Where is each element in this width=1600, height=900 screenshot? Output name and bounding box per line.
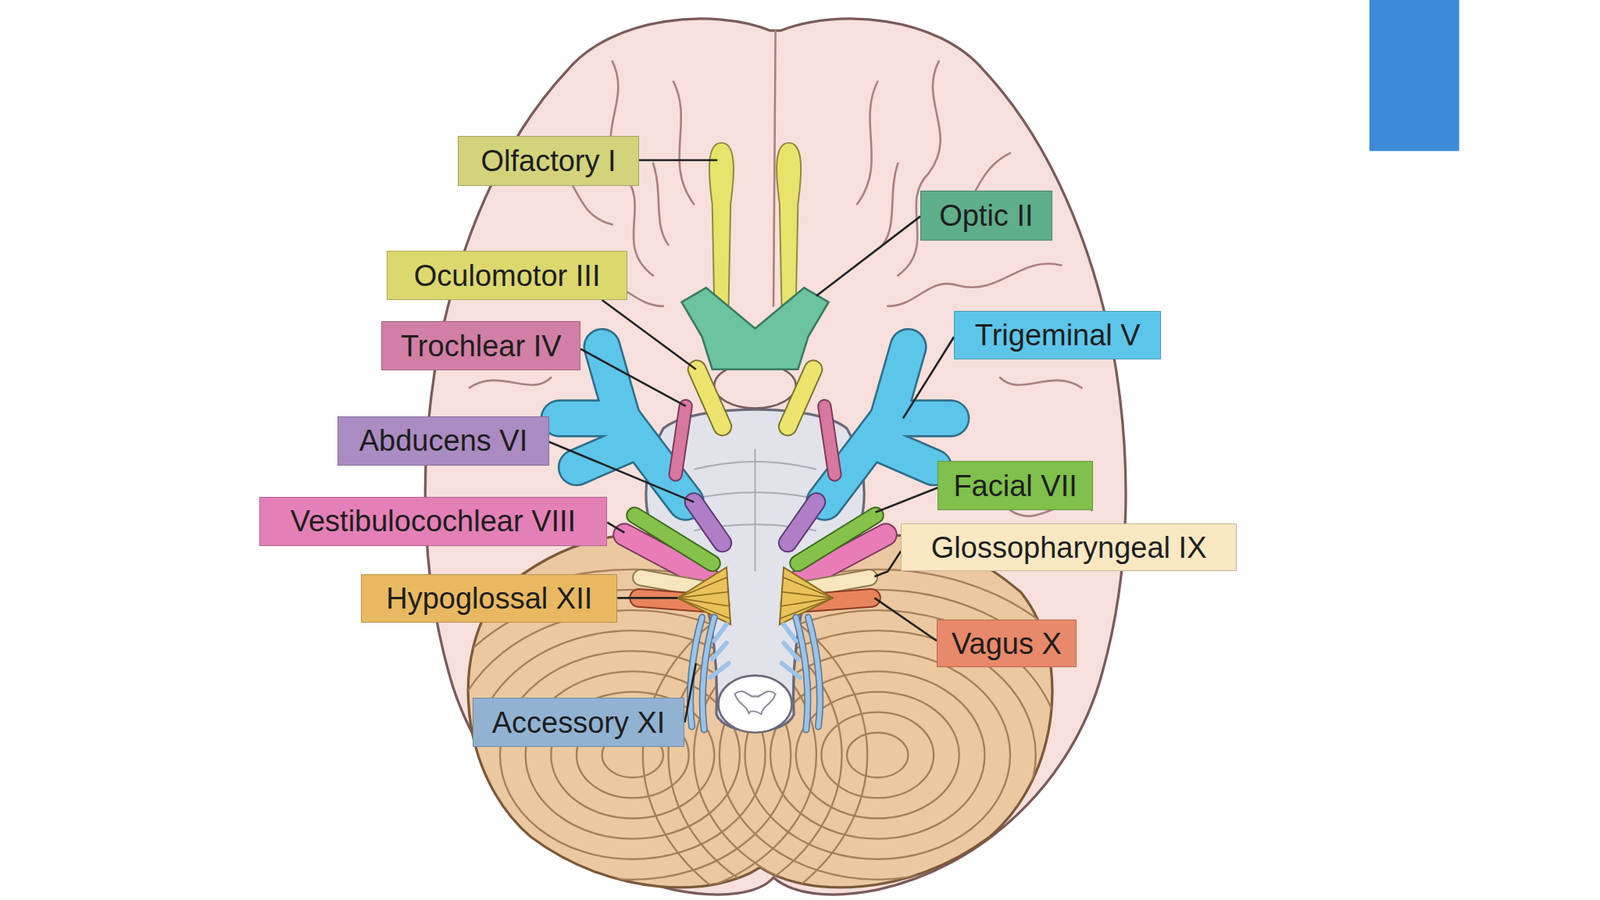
spinal-cord-section (718, 675, 793, 733)
olfactory-nerve-part (776, 142, 801, 307)
gyri-part (887, 263, 1061, 306)
oculomotor-nerve (696, 369, 723, 427)
abducens-nerve (693, 502, 723, 543)
trochlear-nerve-edge (675, 406, 686, 475)
trigeminal-nerve-part-part (576, 440, 638, 468)
leader-lines-part (903, 336, 954, 418)
gyri-part (1000, 377, 1082, 388)
leader-lines-part (607, 522, 625, 533)
nerve-label: Accessory XI (472, 697, 686, 747)
leader-lines-part (684, 663, 696, 723)
gyri-part (673, 81, 694, 204)
olfactory-nerve-part (709, 142, 734, 307)
leader-lines-part (549, 442, 694, 503)
oculomotor-nerve-edge (696, 369, 723, 427)
nerve-name: Trochlear IV (400, 331, 562, 361)
nerve-label: Vestibulocochlear VIII (259, 496, 608, 547)
hypoglossal-rootlets-part (677, 592, 729, 599)
hypoglossal-rootlets (677, 577, 730, 618)
nerve-name: Oculomotor III (414, 260, 601, 291)
cerebellum-folia-part (642, 569, 1113, 900)
leader-lines-part (580, 349, 686, 407)
cerebellum-folia-part (846, 732, 908, 778)
facial-nerve (634, 515, 712, 564)
pons-lines-part (754, 449, 757, 572)
cerebellum-folia-part (770, 671, 985, 839)
gyri-part (857, 81, 878, 204)
gyri-part (469, 377, 551, 388)
leader-lines-part (875, 487, 939, 512)
hypoglossal-rootlets-part (677, 597, 729, 606)
nerve-label: Trigeminal V (953, 310, 1161, 359)
nerve-name: Optic II (939, 200, 1033, 231)
leader-lines-part (874, 597, 937, 641)
nerve-label: Trochlear IV (381, 321, 581, 371)
olfactory-nerve (709, 142, 801, 307)
gyri-part (897, 60, 940, 275)
cerebellum-folia-part (821, 712, 934, 799)
trigeminal-nerve-part-part (559, 401, 623, 436)
nerve-name: Hypoglossal XII (385, 583, 593, 614)
nerve-name: Facial VII (953, 471, 1077, 501)
gyri-part (773, 30, 776, 307)
nerve-name: Olfactory I (480, 146, 616, 176)
nerve-label: Olfactory I (457, 135, 639, 186)
leader-lines-part (617, 596, 678, 600)
trochlear-nerve (675, 406, 686, 475)
gyri-part (653, 163, 669, 245)
leader-lines-part (874, 550, 901, 577)
accessory-nerve-part (690, 617, 703, 727)
nerve-name: Vestibulocochlear VIII (290, 506, 576, 536)
accessory-nerve-fill-part (710, 663, 729, 678)
leader-lines-part (816, 216, 921, 297)
nerve-label: Oculomotor III (386, 250, 628, 300)
trigeminal-nerve-part-part (559, 399, 623, 437)
accessory-nerve-fill-part (712, 642, 727, 660)
accessory-nerve-fill-part (714, 624, 727, 641)
grey-matter (734, 691, 775, 715)
leader-lines-part (639, 159, 718, 162)
accessory-nerve-fill (690, 617, 729, 730)
gyri-part (882, 163, 899, 245)
abducens-nerve-edge (693, 502, 723, 543)
facial-nerve-edge (634, 515, 712, 564)
nerve-label: Hypoglossal XII (360, 574, 618, 622)
nerve-label: Glossopharyngeal IX (900, 523, 1237, 572)
nerve-name: Trigeminal V (975, 320, 1141, 350)
trigeminal-nerve-part-part (576, 440, 638, 468)
leader-lines (549, 160, 955, 723)
accessory-nerve-fill-part (690, 617, 703, 727)
nerve-label: Vagus X (936, 619, 1077, 668)
nerve-label: Facial VII (937, 460, 1093, 511)
nerve-label: Optic II (920, 190, 1052, 241)
corner-block (1369, 0, 1460, 151)
cerebellum-folia-part (525, 671, 740, 839)
nerve-name: Vagus X (951, 628, 1062, 659)
leader-lines-part (602, 300, 697, 370)
optic-chiasm (681, 287, 829, 369)
nerve-label: Abducens VI (337, 416, 549, 466)
nerve-name: Accessory XI (492, 707, 666, 738)
nerve-name: Glossopharyngeal IX (931, 532, 1208, 563)
nerve-name: Abducens VI (359, 425, 528, 456)
